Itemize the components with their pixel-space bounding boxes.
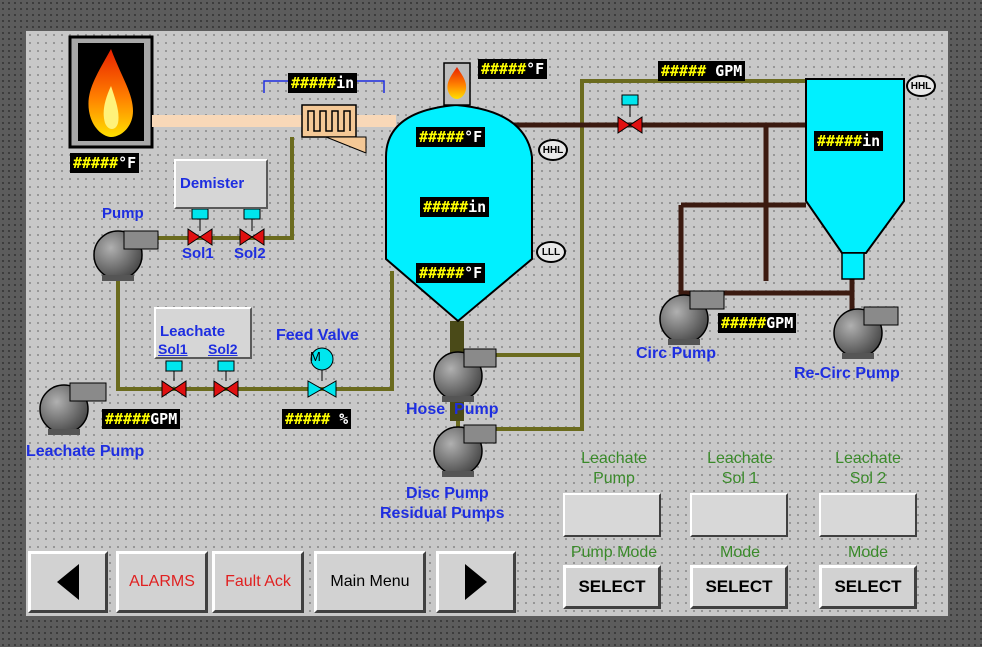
- feed-valve-icon: [307, 347, 337, 398]
- main-menu-button[interactable]: Main Menu: [314, 551, 426, 613]
- top-flame-icon: [447, 67, 467, 99]
- back-button[interactable]: [28, 551, 108, 613]
- circ-pump-icon: [659, 290, 725, 345]
- flame-temp-display: #####°F: [70, 153, 140, 173]
- main-tank-lll-indicator: LLL: [536, 241, 566, 263]
- circ-valve-icon: [617, 94, 643, 134]
- leachate-sol2-select-button[interactable]: SELECT: [819, 565, 917, 609]
- hose-pump-label: Hose Pump: [406, 401, 499, 418]
- leachate-sol1-mode-label: Mode: [719, 544, 761, 561]
- exhaust-duct: [152, 115, 302, 127]
- demister-box[interactable]: Demister: [174, 159, 268, 209]
- left-arrow-icon: [57, 564, 79, 600]
- process-diagram: [39, 35, 905, 477]
- leachate-pump-mode-label: Pump Mode: [570, 544, 658, 561]
- hose-pump-icon: [433, 348, 497, 402]
- valve-motor-label: M: [310, 349, 321, 364]
- recirc-tank: [805, 78, 905, 280]
- leachate-sol2-label: Sol2: [208, 341, 238, 357]
- disc-pump-label: Disc Pump: [406, 485, 489, 502]
- furnace: [68, 35, 154, 149]
- forward-button[interactable]: [436, 551, 516, 613]
- circ-flow-display: #####GPM: [718, 313, 797, 333]
- heat-exchanger: [301, 104, 367, 154]
- leachate-pump-label: Leachate Pump: [26, 443, 145, 460]
- disc-pump-icon: [433, 424, 497, 477]
- tank-bottom-temp-display: #####°F: [416, 263, 486, 283]
- recirc-tank-level-display: #####in: [814, 131, 884, 151]
- tank-level-display: #####in: [420, 197, 490, 217]
- leachate-sol2-mode-label: Mode: [847, 544, 889, 561]
- leachate-sol2-valve-icon: [213, 360, 239, 398]
- alarms-button[interactable]: ALARMS: [116, 551, 208, 613]
- main-tank-hhl-indicator: HHL: [538, 139, 568, 161]
- leachate-sol1-select-button[interactable]: SELECT: [690, 565, 788, 609]
- fault-ack-button[interactable]: Fault Ack: [212, 551, 304, 613]
- right-arrow-icon: [465, 564, 487, 600]
- leachate-sol1-valve-icon: [161, 360, 187, 398]
- leachate-flow-display: #####GPM: [102, 409, 181, 429]
- leachate-label: Leachate: [160, 323, 226, 340]
- heater-level-display: #####in: [288, 73, 358, 93]
- process-panel: #####°F #####in #####°F #####°F #####in …: [26, 31, 948, 616]
- feed-valve-percent-display: ##### %: [282, 409, 352, 429]
- residual-pumps-label: Residual Pumps: [380, 505, 505, 522]
- pump-icon: [93, 230, 159, 281]
- circ-pump-label: Circ Pump: [636, 345, 717, 362]
- leachate-pump-select-button[interactable]: SELECT: [563, 565, 661, 609]
- pump-label: Pump: [102, 205, 144, 222]
- leachate-pump-icon: [39, 382, 107, 435]
- leachate-sol2-status: [819, 493, 917, 537]
- leachate-sol1-label: Sol1: [158, 341, 188, 357]
- demister-label: Demister: [180, 175, 245, 192]
- top-flow-display: ##### GPM: [658, 61, 746, 81]
- tank-top-temp-display: #####°F: [416, 127, 486, 147]
- sol1-label: Sol1: [182, 245, 214, 262]
- leachate-sol1-status: [690, 493, 788, 537]
- sol1-valve-icon: [187, 208, 213, 246]
- sol2-label: Sol2: [234, 245, 266, 262]
- recirc-tank-hhl-indicator: HHL: [906, 75, 936, 97]
- recirc-pump-icon: [833, 306, 899, 359]
- leachate-pump-status: [563, 493, 661, 537]
- leachate-solenoid-box[interactable]: Leachate Sol1 Sol2: [154, 307, 252, 359]
- recirc-pump-label: Re-Circ Pump: [794, 365, 900, 382]
- top-temp-display: #####°F: [478, 59, 548, 79]
- sol2-valve-icon: [239, 208, 265, 246]
- feed-valve-label: Feed Valve: [276, 327, 359, 344]
